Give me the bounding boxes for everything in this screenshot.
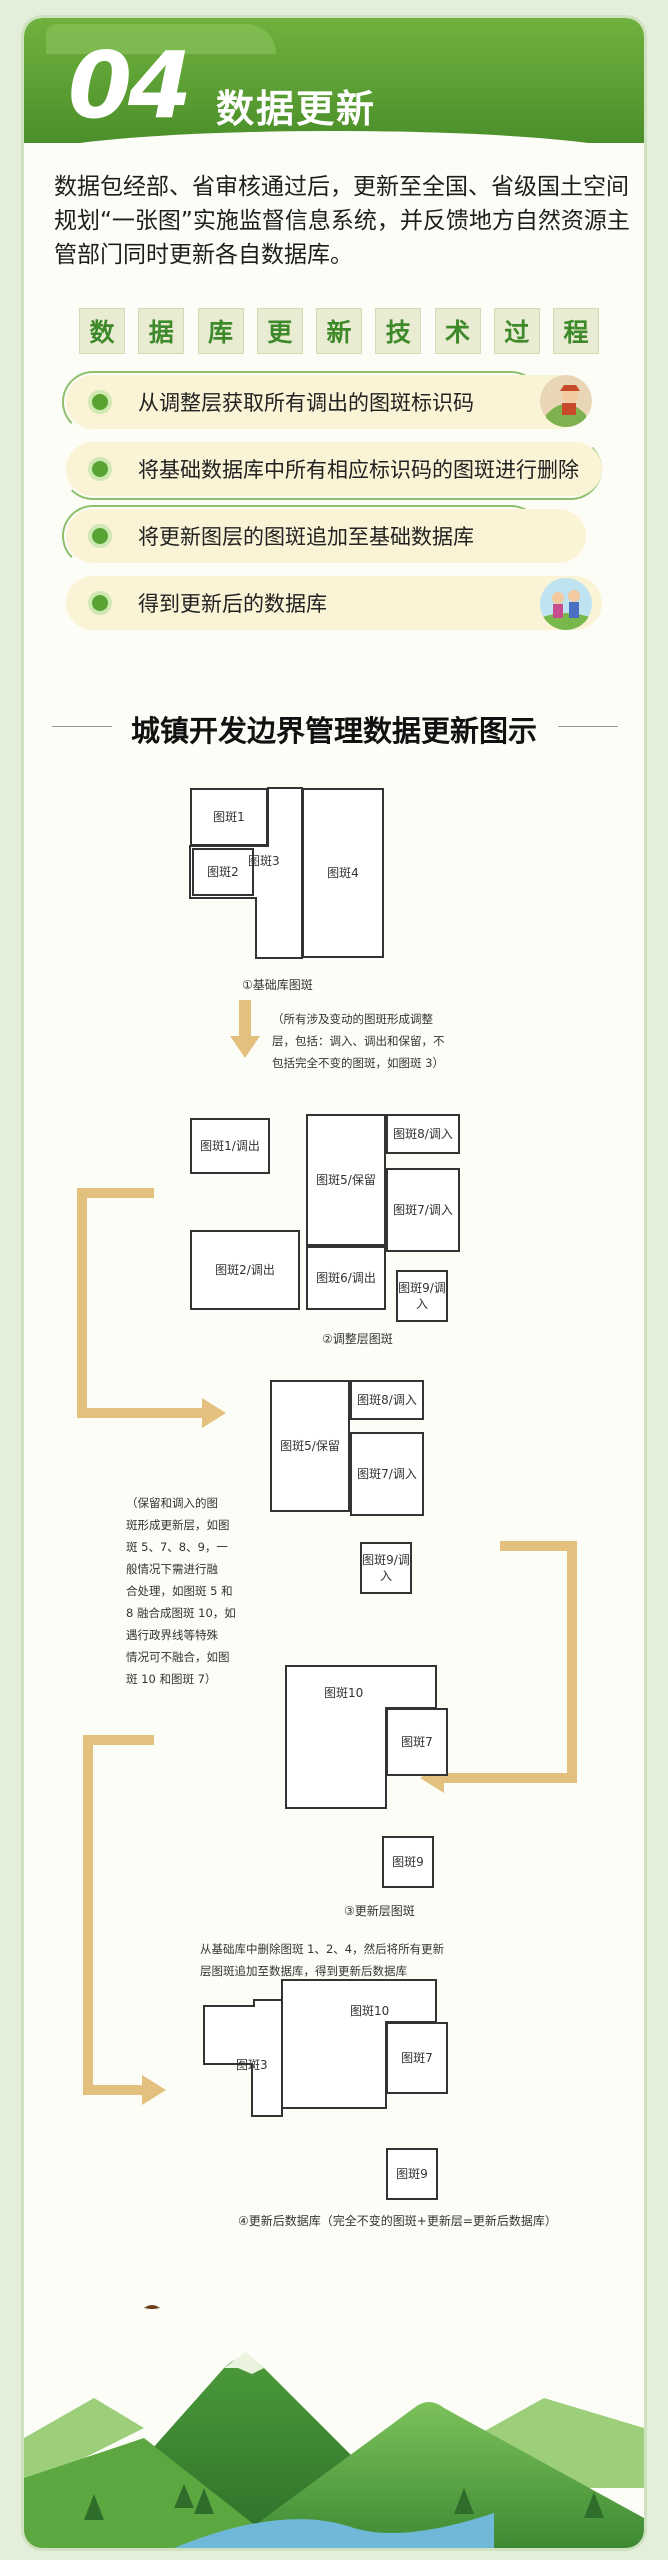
fig3-parcel-5: 图斑5/保留 — [270, 1380, 350, 1512]
fig3-parcel-9: 图斑9/调入 — [360, 1542, 412, 1594]
step-bullet-icon — [88, 457, 112, 481]
arrow-head-right-2 — [142, 2075, 166, 2105]
down-arrow-head — [230, 1036, 260, 1058]
section-title: 数据更新 — [216, 87, 377, 131]
right-bracket-arrow — [444, 1541, 577, 1783]
down-arrow-shaft — [239, 1000, 251, 1036]
step-bullet-icon — [88, 524, 112, 548]
process-title-char: 据 — [138, 308, 185, 354]
process-step-label: 从调整层获取所有调出的图斑标识码 — [138, 391, 474, 415]
family-cartoon-icon — [540, 578, 592, 630]
fig2-parcel-2: 图斑2/调出 — [190, 1230, 300, 1310]
fig2-parcel-1: 图斑1/调出 — [190, 1118, 270, 1174]
process-step-1: 从调整层获取所有调出的图斑标识码 — [66, 375, 586, 429]
heading-rule-right — [558, 726, 618, 727]
process-title-char: 更 — [256, 308, 303, 354]
left-bracket-arrow-2 — [83, 1735, 154, 2095]
fig2-parcel-6: 图斑6/调出 — [306, 1246, 386, 1310]
fig4-caption: ④更新后数据库（完全不变的图斑+更新层=更新后数据库） — [238, 2214, 557, 2228]
fig3-caption: ③更新层图斑 — [344, 1904, 415, 1918]
step-bullet-icon — [88, 591, 112, 615]
process-step-3: 将更新图层的图斑追加至基础数据库 — [66, 509, 586, 563]
left-bracket-arrow-1 — [77, 1188, 202, 1418]
process-title-char: 数 — [79, 308, 125, 354]
section-number: 04 — [68, 32, 192, 139]
process-step-label: 将更新图层的图斑追加至基础数据库 — [138, 525, 474, 549]
fig1-caption: ①基础库图斑 — [242, 978, 313, 992]
farmer-cartoon-icon — [540, 375, 592, 427]
fig2-parcel-9: 图斑9/调入 — [396, 1270, 448, 1322]
step-bullet-icon — [88, 390, 112, 414]
process-title: 数 据 库 更 新 技 术 过 程 — [79, 308, 599, 358]
step-outline — [62, 505, 542, 567]
process-title-char: 过 — [493, 308, 540, 354]
fig4-parcel-3-label: 图斑3 — [236, 2058, 268, 2072]
fig4-parcel-10-label: 图斑10 — [350, 2004, 390, 2018]
process-step-2: 将基础数据库中所有相应标识码的图斑进行删除 — [66, 442, 602, 496]
header-tab-decoration — [46, 24, 276, 54]
fig3-parcel-8: 图斑8/调入 — [350, 1380, 424, 1420]
fig2-parcel-8: 图斑8/调入 — [386, 1114, 460, 1154]
process-title-char: 程 — [553, 308, 599, 354]
process-title-char: 新 — [316, 308, 362, 354]
fig2-caption: ②调整层图斑 — [322, 1332, 393, 1346]
intro-paragraph: 数据包经部、省审核通过后，更新至全国、省级国土空间规划“一张图”实施监督信息系统… — [54, 174, 630, 268]
fig1-parcel-4: 图斑4 — [302, 788, 384, 958]
process-step-4: 得到更新后的数据库 — [66, 576, 602, 630]
fig1-parcel-2-label: 图斑2 — [207, 865, 239, 879]
adjustment-note: （所有涉及变动的图斑形成调整 层，包括：调入、调出和保留，不 包括完全不变的图斑… — [272, 1012, 445, 1070]
step-outline — [62, 371, 542, 433]
heading-rule-left — [52, 726, 112, 727]
delete-append-note: 从基础库中删除图斑 1、2、4，然后将所有更新 层图斑追加至数据库，得到更新后数… — [200, 1942, 445, 1978]
fig3-merged-parcel-9: 图斑9 — [382, 1836, 434, 1888]
fig2-parcel-7: 图斑7/调入 — [386, 1168, 460, 1252]
content-card: 04 数据更新 数据包经部、省审核通过后，更新至全国、省级国土空间规划“一张图”… — [24, 18, 644, 2548]
section-header — [24, 18, 644, 159]
fig4-parcel-9: 图斑9 — [386, 2148, 438, 2200]
fig3-parcel-7: 图斑7/调入 — [350, 1432, 424, 1516]
fig1-parcel-3-label: 图斑3 — [248, 854, 280, 868]
arrow-head-right-1 — [202, 1398, 226, 1428]
process-title-char: 术 — [434, 308, 481, 354]
process-step-label: 得到更新后的数据库 — [138, 592, 327, 616]
fig3-parcel-10-label: 图斑10 — [324, 1686, 364, 1700]
process-title-char: 库 — [197, 308, 244, 354]
diagram-title: 城镇开发边界管理数据更新图示 — [130, 714, 537, 748]
fig3-merged-parcel-7: 图斑7 — [386, 1708, 448, 1776]
process-step-label: 将基础数据库中所有相应标识码的图斑进行删除 — [138, 458, 579, 482]
mountain-scenery-illustration — [24, 2305, 644, 2548]
fig1-parcel-3-shape — [189, 787, 303, 959]
diagram-shapes — [77, 787, 577, 2117]
fig4-parcel-7: 图斑7 — [386, 2022, 448, 2094]
fig2-parcel-5: 图斑5/保留 — [306, 1114, 386, 1246]
fig4-parcel-3-shape — [203, 1999, 283, 2117]
fig1-parcel-2 — [192, 848, 254, 896]
process-title-char: 技 — [375, 308, 422, 354]
merge-note: （保留和调入的图 斑形成更新层，如图 斑 5、7、8、9，一 般情况下需进行融 … — [126, 1496, 236, 1686]
